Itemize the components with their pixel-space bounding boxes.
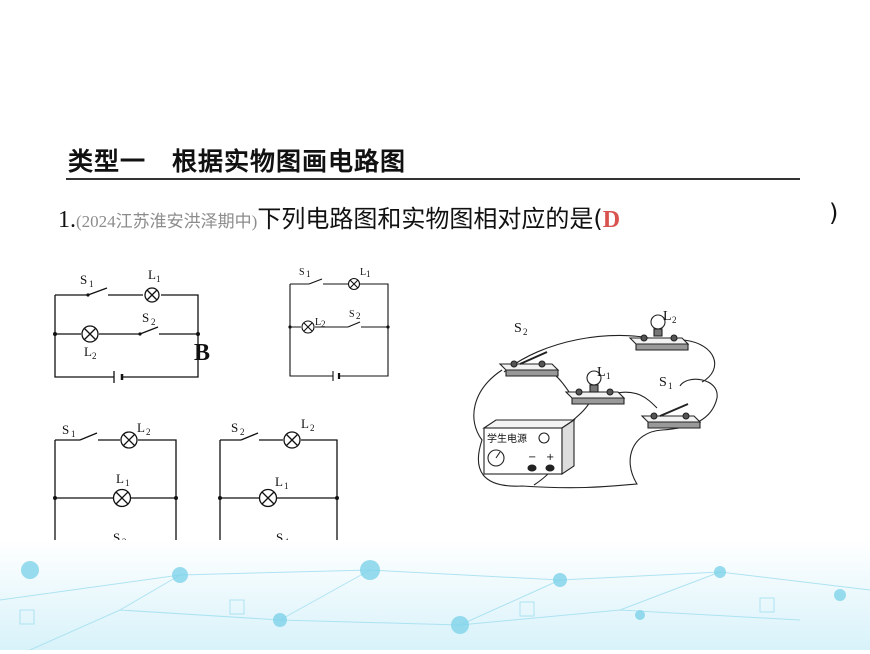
label-s2: S xyxy=(142,310,149,325)
question-text: 下列电路图和实物图相对应的是( xyxy=(257,205,603,233)
label-l2: L xyxy=(84,344,92,359)
question-line: 1.(2024江苏淮安洪泽期中)下列电路图和实物图相对应的是(D xyxy=(58,199,620,234)
plus-terminal-label: + xyxy=(546,452,554,463)
svg-text:L: L xyxy=(275,474,283,489)
svg-text:2: 2 xyxy=(92,351,97,361)
svg-text:1: 1 xyxy=(125,478,130,488)
svg-text:L: L xyxy=(116,471,124,486)
svg-text:1: 1 xyxy=(71,429,76,439)
question-source: (2024江苏淮安洪泽期中) xyxy=(76,212,258,231)
svg-text:2: 2 xyxy=(151,317,156,327)
svg-text:2: 2 xyxy=(356,311,361,321)
svg-text:S: S xyxy=(514,321,522,336)
svg-text:1: 1 xyxy=(366,269,371,279)
svg-text:1: 1 xyxy=(668,381,673,391)
svg-text:L: L xyxy=(663,309,672,324)
section-title: 类型一 根据实物图画电路图 xyxy=(68,147,407,176)
label-l1: L xyxy=(148,267,156,282)
svg-text:1: 1 xyxy=(306,269,311,279)
decorative-background xyxy=(0,540,870,651)
svg-text:S: S xyxy=(113,530,120,545)
minus-terminal-label: − xyxy=(528,452,536,463)
question-number: 1. xyxy=(58,207,76,233)
svg-text:S: S xyxy=(349,309,355,320)
svg-text:1: 1 xyxy=(606,371,611,381)
question-close-paren: ) xyxy=(829,199,839,227)
svg-text:S: S xyxy=(276,530,283,545)
svg-text:2: 2 xyxy=(240,427,245,437)
power-supply-label: 学生电源 xyxy=(487,432,527,445)
svg-text:2: 2 xyxy=(523,327,528,337)
svg-text:2: 2 xyxy=(310,423,315,433)
svg-text:2: 2 xyxy=(321,319,326,329)
svg-text:L: L xyxy=(301,416,309,431)
svg-text:1: 1 xyxy=(156,274,161,284)
svg-text:S: S xyxy=(299,267,305,278)
svg-text:1: 1 xyxy=(89,279,94,289)
svg-text:L: L xyxy=(137,420,145,435)
svg-text:S: S xyxy=(231,420,238,435)
title-divider xyxy=(66,178,800,180)
option-letter-b: B xyxy=(194,340,211,366)
svg-text:L: L xyxy=(597,365,606,380)
svg-text:L: L xyxy=(315,317,321,328)
answer-mark: D xyxy=(602,207,621,233)
svg-text:L: L xyxy=(360,267,366,278)
svg-text:2: 2 xyxy=(146,427,151,437)
svg-text:1: 1 xyxy=(284,481,289,491)
svg-text:2: 2 xyxy=(672,315,677,325)
svg-text:S: S xyxy=(659,375,667,390)
svg-text:S: S xyxy=(62,422,69,437)
label-s1: S xyxy=(80,272,87,287)
